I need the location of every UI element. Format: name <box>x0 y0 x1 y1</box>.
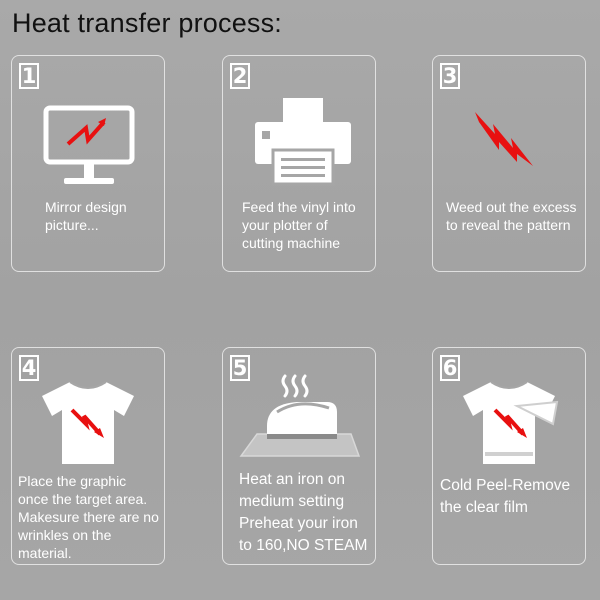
step-caption: Place the graphic once the target area. … <box>18 473 159 561</box>
step-card-5: 5 Heat an iron on medium setting Preheat… <box>222 347 376 565</box>
printer-icon <box>253 96 353 191</box>
step-number: 5 <box>230 355 250 381</box>
monitor-icon <box>42 104 137 194</box>
step-number: 1 <box>19 63 39 89</box>
zigzag-icon <box>473 106 543 181</box>
peeled-tshirt-icon <box>459 380 563 473</box>
step-number: 6 <box>440 355 460 381</box>
step-card-3: 3 Weed out the excess to reveal the patt… <box>432 55 586 272</box>
step-card-6: 6 Cold Peel-Remove the clear film <box>432 347 586 565</box>
step-card-1: 1 Mirror design picture... <box>11 55 165 272</box>
step-caption: Cold Peel-Remove the clear film <box>440 477 571 516</box>
step-number: 2 <box>230 63 250 89</box>
page-title: Heat transfer process: <box>12 8 283 38</box>
step-caption: Feed the vinyl into your plotter of cutt… <box>242 199 356 251</box>
step-card-4: 4 Place the graphic once the target area… <box>11 347 165 565</box>
tshirt-icon <box>38 380 138 473</box>
iron-icon <box>237 372 367 469</box>
step-caption: Weed out the excess to reveal the patter… <box>446 199 577 233</box>
step-card-2: 2 Feed the vinyl into your plotter of cu… <box>222 55 376 272</box>
step-number: 3 <box>440 63 460 89</box>
step-caption: Heat an iron on medium setting Preheat y… <box>239 471 368 554</box>
step-number: 4 <box>19 355 39 381</box>
step-caption: Mirror design picture... <box>45 199 127 233</box>
